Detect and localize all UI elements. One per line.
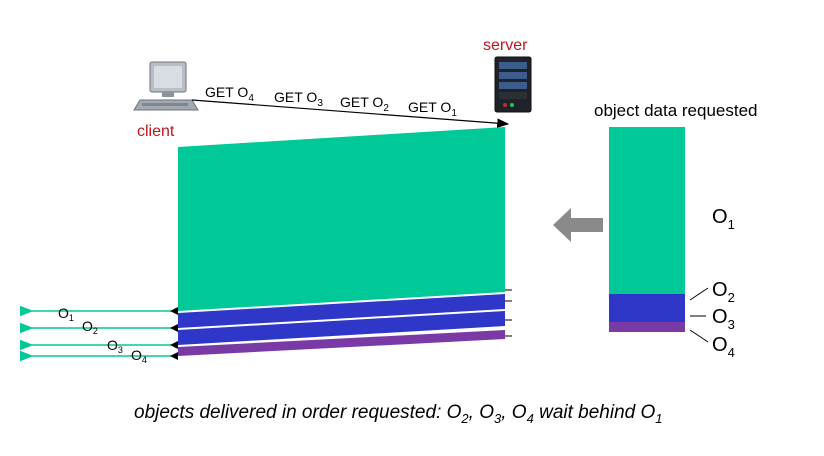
delivered-label: O4 (131, 347, 147, 365)
server-label: server (483, 37, 528, 54)
delivered-labels: O1 O2 O3 O4 (58, 305, 147, 365)
object-3-transmission (178, 311, 505, 345)
object-2-block (609, 294, 685, 309)
object-label-o2: O2 (712, 279, 735, 305)
client-computer-icon (133, 61, 199, 111)
get-request-label: GET O3 (274, 89, 323, 109)
get-request-label: GET O4 (205, 84, 254, 104)
delivery-arrows (20, 305, 178, 362)
object-label-o4: O4 (712, 334, 735, 360)
object-4-block (609, 322, 685, 332)
get-requests: GET O4 GET O3 GET O2 GET O1 (205, 84, 457, 119)
delivered-label: O2 (82, 318, 98, 336)
delivered-label: O1 (58, 305, 74, 323)
get-request-label: GET O1 (408, 99, 457, 119)
object-1-transmission (178, 127, 505, 311)
object-1-block (609, 127, 685, 294)
object-labels: O1 O2 O3 O4 (712, 206, 735, 360)
delivered-label: O3 (107, 337, 123, 355)
object-2-transmission (178, 294, 505, 328)
leader-line-o4 (689, 329, 709, 343)
request-line (191, 99, 510, 128)
client-label: client (137, 123, 175, 140)
object-label-o1: O1 (712, 206, 735, 232)
delivery-arrowhead (170, 324, 178, 332)
delivery-arrowhead (170, 352, 178, 360)
delivery-arrowhead (170, 307, 178, 315)
left-arrow-icon (553, 208, 603, 242)
server-rack-icon (494, 56, 532, 113)
object-data-requested-title: object data requested (594, 101, 758, 120)
object-4-transmission (178, 330, 505, 356)
get-request-label: GET O2 (340, 94, 389, 114)
delivery-arrowhead (170, 341, 178, 349)
leader-line-o2 (689, 287, 709, 301)
object-label-o3: O3 (712, 306, 735, 332)
object-3-block (609, 309, 685, 322)
caption: objects delivered in order requested: O2… (134, 402, 663, 426)
